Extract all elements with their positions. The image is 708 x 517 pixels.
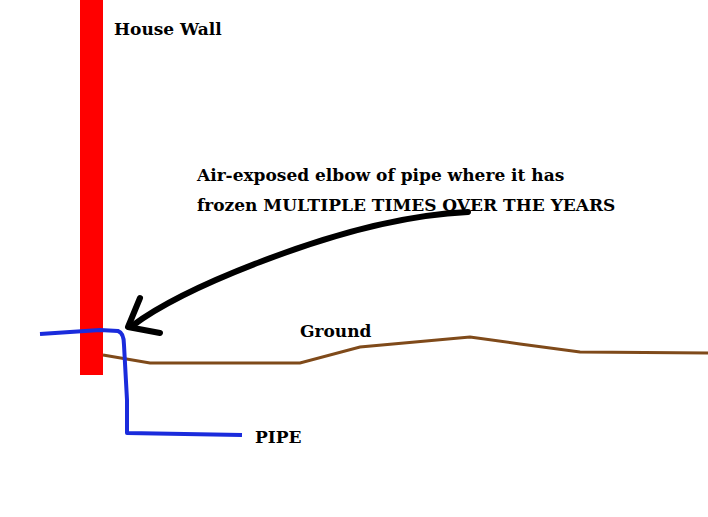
house-wall bbox=[80, 0, 103, 375]
arrow-head bbox=[128, 298, 160, 333]
label-holder: PIPE bbox=[255, 422, 301, 452]
leader-arrow bbox=[132, 212, 468, 326]
pipe bbox=[40, 330, 242, 435]
pipe-label: PIPE bbox=[255, 422, 301, 452]
callout-note: Air-exposed elbow of pipe where it has f… bbox=[197, 160, 617, 220]
label-holder: Ground bbox=[300, 316, 371, 346]
label-holder: Air-exposed elbow of pipe where it has f… bbox=[197, 160, 617, 220]
label-holder: House Wall bbox=[114, 14, 222, 44]
ground-label: Ground bbox=[300, 316, 371, 346]
wall-label: House Wall bbox=[114, 14, 222, 44]
ground-line bbox=[103, 337, 708, 363]
